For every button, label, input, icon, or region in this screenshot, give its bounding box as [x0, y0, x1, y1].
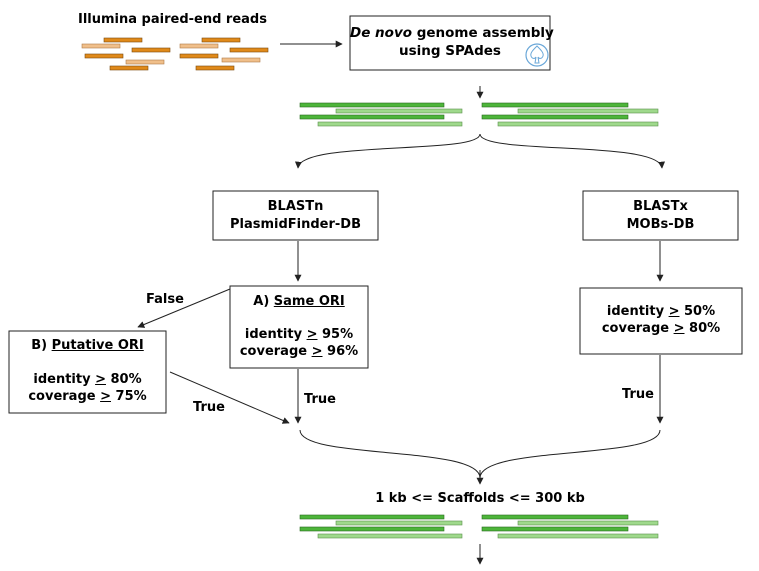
putative-ori-box: [8, 330, 167, 414]
blastn-box: [212, 190, 379, 241]
spades-logo-icon: [525, 43, 549, 67]
assembly-box: [349, 15, 551, 71]
putative-ori-coverage: coverage > 75%: [28, 389, 147, 404]
mob-filter-box: [579, 287, 743, 355]
illumina-reads-label: Illumina paired-end reads: [78, 12, 267, 27]
blastx-box: [582, 190, 739, 241]
scaffold-size-filter-label: 1 kb <= Scaffolds <= 300 kb: [375, 491, 585, 506]
arrow-putative-true: [169, 371, 290, 424]
edge-label-true-mob: True: [622, 387, 654, 402]
assembly-title-rest: genome assembly: [412, 25, 554, 41]
arrow-split-right: [479, 133, 666, 169]
same-ori-coverage: coverage > 96%: [239, 344, 359, 359]
filtered-scaffolds-icon: [299, 514, 659, 539]
putative-ori-title: B) Putative ORI: [31, 338, 144, 353]
blastx-database: MOBs-DB: [626, 217, 695, 232]
same-ori-title: A) Same ORI: [253, 294, 345, 309]
illumina-reads-icon: [81, 37, 269, 71]
edge-label-true-same: True: [304, 392, 336, 407]
blastn-database: PlasmidFinder-DB: [229, 217, 362, 232]
edge-label-true-putative: True: [193, 400, 225, 415]
arrow-false-to-putative-ori: [137, 288, 231, 328]
same-ori-box: [229, 285, 369, 369]
assembled-contigs-top-icon: [299, 102, 659, 127]
mob-filter-identity: identity > 50%: [606, 304, 716, 319]
edge-label-false: False: [146, 292, 184, 307]
merge-curve-left: [299, 429, 481, 479]
blastn-title: BLASTn: [267, 199, 324, 214]
assembly-title-italic: De novo: [350, 25, 413, 41]
assembly-title: De novo genome assembly: [350, 25, 554, 41]
assembly-subtitle: using SPAdes: [399, 43, 501, 59]
putative-ori-identity: identity > 80%: [33, 372, 142, 387]
arrow-split-left: [294, 133, 481, 169]
same-ori-identity: identity > 95%: [244, 327, 354, 342]
mob-filter-coverage: coverage > 80%: [601, 321, 721, 336]
blastx-title: BLASTx: [633, 199, 688, 214]
merge-curve-right: [479, 429, 661, 479]
